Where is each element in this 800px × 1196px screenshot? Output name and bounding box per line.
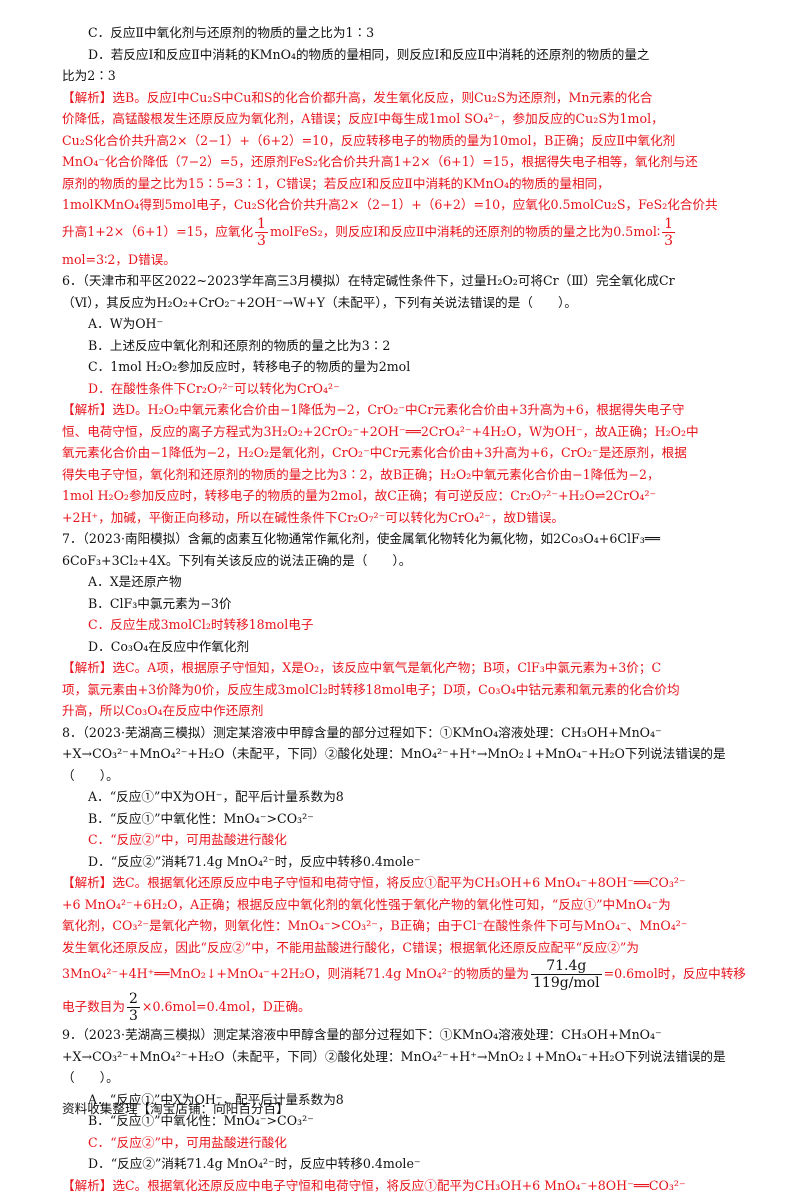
q8-analysis-fraction-line: 3MnO₄²⁻+4H⁺══MnO₂↓+MnO₄⁻+2H₂O，则消耗71.4g M… — [62, 958, 738, 991]
page-footer: 资料收集整理【淘宝店铺：向阳百分百】 — [62, 1098, 289, 1120]
q6-option-c: C．1mol H₂O₂参加反应时，转移电子的物质的量为2mol — [62, 356, 738, 378]
q5-option-d: D．若反应Ⅰ和反应Ⅱ中消耗的KMnO₄的物质的量相同，则反应Ⅰ和反应Ⅱ中消耗的还… — [62, 44, 738, 66]
q9-stem: 9．（2023·芜湖高三模拟）测定某溶液中甲醇含量的部分过程如下：①KMnO₄溶… — [62, 1024, 738, 1046]
q8-option-b: B．“反应①”中氧化性：MnO₄⁻>CO₃²⁻ — [62, 808, 738, 830]
q7-stem: 7．（2023·南阳模拟）含氟的卤素互化物通常作氟化剂，使金属氧化物转化为氟化物… — [62, 528, 738, 550]
q6-analysis-line: 得失电子守恒，氧化剂和还原剂的物质的量之比为3∶2，故B正确；H₂O₂中氧元素化… — [62, 464, 738, 486]
q9-analysis: 【解析】选C。根据氧化还原反应中电子守恒和电荷守恒，将反应①配平为CH₃OH+6… — [62, 1175, 738, 1196]
q6-analysis-line: 氧元素化合价由−1降低为−2，H₂O₂是氧化剂，CrO₂⁻中Cr元素化合价由+3… — [62, 442, 738, 464]
q8-stem: 8．（2023·芜湖高三模拟）测定某溶液中甲醇含量的部分过程如下：①KMnO₄溶… — [62, 722, 738, 744]
q8-analysis: 【解析】选C。根据氧化还原反应中电子守恒和电荷守恒，将反应①配平为CH₃OH+6… — [62, 872, 738, 894]
q8-option-a: A．“反应①”中X为OH⁻，配平后计量系数为8 — [62, 786, 738, 808]
q5-analysis-line: Cu₂S化合价共升高2×（2−1）+（6+2）=10，反应转移电子的物质的量为1… — [62, 130, 738, 152]
q5-analysis-line: mol=3∶2，D错误。 — [62, 249, 738, 271]
q6-analysis: 【解析】选D。H₂O₂中氧元素化合价由−1降低为−2，CrO₂⁻中Cr元素化合价… — [62, 399, 738, 421]
q7-option-a: A．X是还原产物 — [62, 571, 738, 593]
q7-analysis-line: 升高，所以Co₃O₄在反应中作还原剂 — [62, 700, 738, 722]
document-page: C．反应Ⅱ中氧化剂与还原剂的物质的量之比为1∶3 D．若反应Ⅰ和反应Ⅱ中消耗的K… — [0, 0, 800, 1132]
q7-stem-cont: 6CoF₃+3Cl₂+4X。下列有关该反应的说法正确的是（ ）。 — [62, 550, 738, 572]
q8-option-c: C．“反应②”中，可用盐酸进行酸化 — [62, 829, 738, 851]
q5-analysis-line: 原剂的物质的量之比为15∶5=3∶1，C错误；若反应Ⅰ和反应Ⅱ中消耗的KMnO₄… — [62, 173, 738, 195]
q6-option-d: D．在酸性条件下Cr₂O₇²⁻可以转化为CrO₄²⁻ — [62, 378, 738, 400]
q5-option-d-cont: 比为2∶3 — [62, 65, 738, 87]
q6-option-a: A．W为OH⁻ — [62, 313, 738, 335]
q9-option-d: D．“反应②”消耗71.4g MnO₄²⁻时，反应中转移0.4mole⁻ — [62, 1153, 738, 1175]
q5-analysis-line: MnO₄⁻化合价降低（7−2）=5，还原剂FeS₂化合价共升高1+2×（6+1）… — [62, 151, 738, 173]
q5-analysis-line: 价降低，高锰酸根发生还原反应为氧化剂，A错误；反应Ⅰ中每生成1mol SO₄²⁻… — [62, 108, 738, 130]
q6-analysis-line: 1mol H₂O₂参加反应时，转移电子的物质的量为2mol，故C正确；有可逆反应… — [62, 485, 738, 507]
q7-option-d: D．Co₃O₄在反应中作氧化剂 — [62, 636, 738, 658]
q6-analysis-line: +2H⁺，加碱，平衡正向移动，所以在碱性条件下Cr₂O₇²⁻可以转化为CrO₄²… — [62, 507, 738, 529]
q8-stem-cont: +X→CO₃²⁻+MnO₄²⁻+H₂O（未配平，下同）②酸化处理：MnO₄²⁻+… — [62, 743, 738, 765]
q5-analysis-line: 1molKMnO₄得到5mol电子，Cu₂S化合价共升高2×（2−1）+（6+2… — [62, 194, 738, 216]
q6-stem-cont: （Ⅵ），其反应为H₂O₂+CrO₂⁻+2OH⁻→W+Y（未配平），下列有关说法错… — [62, 292, 738, 314]
q6-stem: 6．（天津市和平区2022~2023学年高三3月模拟）在特定碱性条件下，过量H₂… — [62, 270, 738, 292]
q8-option-d: D．“反应②”消耗71.4g MnO₄²⁻时，反应中转移0.4mole⁻ — [62, 851, 738, 873]
q9-stem-cont: （ ）。 — [62, 1067, 738, 1089]
q7-analysis-line: 项，氯元素由+3价降为0价，反应生成3molCl₂时转移18mol电子；D项，C… — [62, 679, 738, 701]
q7-option-c: C．反应生成3molCl₂时转移18mol电子 — [62, 614, 738, 636]
q8-analysis-line: 发生氧化还原反应，因此“反应②”中，不能用盐酸进行酸化，C错误；根据氧化还原反应… — [62, 937, 738, 959]
q8-stem-cont: （ ）。 — [62, 765, 738, 787]
q7-analysis: 【解析】选C。A项，根据原子守恒知，X是O₂，该反应中氧气是氧化产物；B项，Cl… — [62, 657, 738, 679]
q6-option-b: B．上述反应中氧化剂和还原剂的物质的量之比为3∶2 — [62, 335, 738, 357]
q9-option-c: C．“反应②”中，可用盐酸进行酸化 — [62, 1132, 738, 1154]
q6-analysis-line: 恒、电荷守恒，反应的离子方程式为3H₂O₂+2CrO₂⁻+2OH⁻══2CrO₄… — [62, 421, 738, 443]
q5-analysis: 【解析】选B。反应Ⅰ中Cu₂S中Cu和S的化合价都升高，发生氧化反应，则Cu₂S… — [62, 87, 738, 109]
q9-stem-cont: +X→CO₃²⁻+MnO₄²⁻+H₂O（未配平，下同）②酸化处理：MnO₄²⁻+… — [62, 1046, 738, 1068]
q7-option-b: B．ClF₃中氯元素为−3价 — [62, 593, 738, 615]
q5-option-c: C．反应Ⅱ中氧化剂与还原剂的物质的量之比为1∶3 — [62, 22, 738, 44]
q8-analysis-line: +6 MnO₄²⁻+6H₂O，A正确；根据反应中氧化剂的氧化性强于氧化产物的氧化… — [62, 894, 738, 916]
q8-analysis-line: 氧化剂，CO₃²⁻是氧化产物，则氧化性：MnO₄⁻>CO₃²⁻，B正确；由于Cl… — [62, 915, 738, 937]
